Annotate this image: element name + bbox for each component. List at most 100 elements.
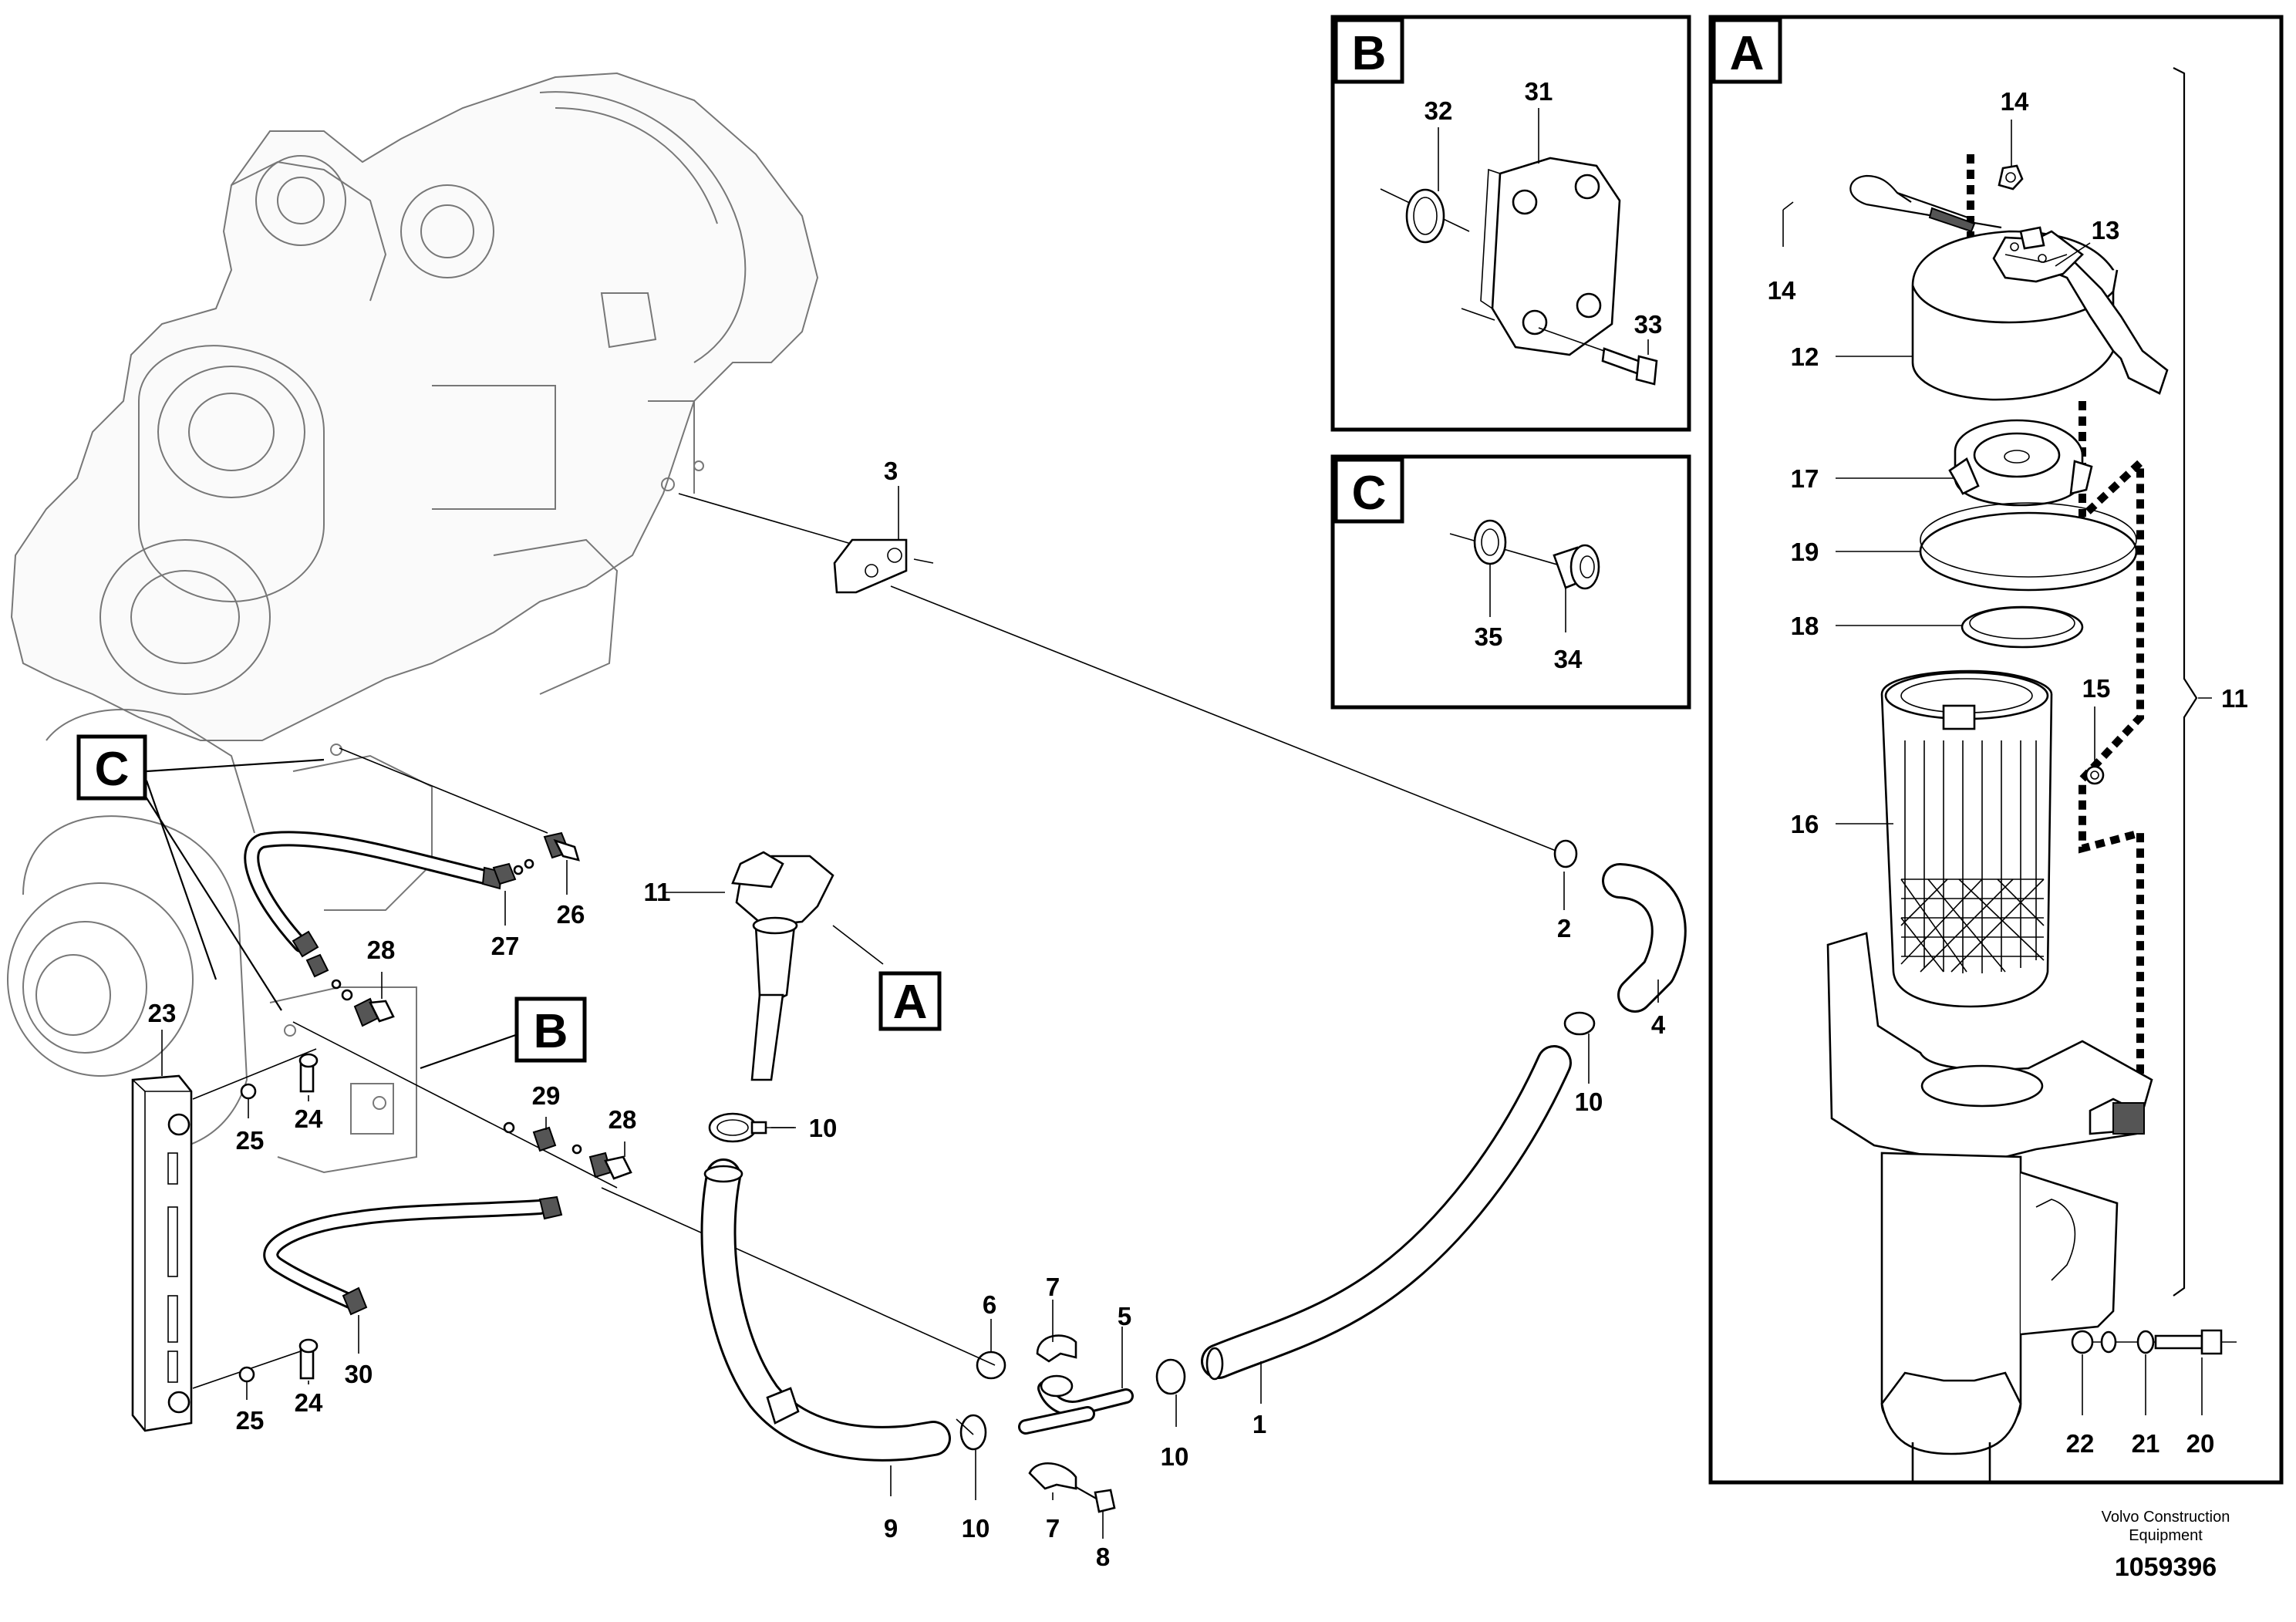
breather-pipe-assembly xyxy=(601,493,1687,1513)
callout-10-right: 10 xyxy=(1575,1088,1603,1116)
svg-text:B: B xyxy=(1352,27,1387,80)
callout-2: 2 xyxy=(1557,914,1571,943)
oil-cooler-assembly xyxy=(131,747,632,1432)
detail-c-panel: C 35 34 xyxy=(1330,454,1691,710)
callout-15: 15 xyxy=(2082,674,2111,703)
clamp-part-10-mid xyxy=(1155,1358,1186,1395)
callout-19: 19 xyxy=(1791,538,1819,566)
hose-part-1 xyxy=(1201,1045,1572,1379)
callout-20: 20 xyxy=(2186,1429,2215,1458)
o-ring-part-32 xyxy=(1405,188,1445,244)
bolt-part-20 xyxy=(2154,1334,2203,1350)
callout-16: 16 xyxy=(1791,810,1819,838)
callout-5: 5 xyxy=(1118,1302,1131,1330)
o-ring-part-18 xyxy=(1961,605,2084,649)
callout-14-lanyard: 14 xyxy=(1768,276,1796,305)
callout-1: 1 xyxy=(1253,1410,1266,1438)
callout-7-bottom: 7 xyxy=(1046,1514,1060,1543)
callout-7-top: 7 xyxy=(1046,1273,1060,1301)
tag-c-main xyxy=(76,734,147,801)
callout-14-top: 14 xyxy=(2001,87,2029,116)
callout-25-bottom: 25 xyxy=(236,1406,265,1435)
lanyard-part-14 xyxy=(1849,174,2002,229)
transmission-housing xyxy=(7,72,819,1174)
bolt-part-8 xyxy=(1094,1489,1116,1513)
filler-tube-body xyxy=(1826,932,2153,1481)
callout-30: 30 xyxy=(345,1360,373,1388)
callout-33: 33 xyxy=(1634,310,1663,339)
tag-a-detail xyxy=(1711,18,1782,84)
drawing-number: 1059396 xyxy=(2115,1553,2217,1582)
main-callouts: 3 2 4 10 1 5 6 7 7 8 9 10 10 10 11 23 24… xyxy=(148,457,1666,1571)
callout-17: 17 xyxy=(1791,464,1819,493)
flange-plate-part-31 xyxy=(1491,157,1621,356)
callout-22: 22 xyxy=(2066,1429,2095,1458)
nipple-part-29 xyxy=(532,1126,557,1152)
callout-26: 26 xyxy=(557,900,585,929)
callout-24-bottom: 24 xyxy=(295,1388,323,1417)
callout-35: 35 xyxy=(1475,622,1503,651)
svg-text:B: B xyxy=(534,1005,568,1058)
washer-part-21 xyxy=(2136,1330,2155,1354)
washer-part-15 xyxy=(2085,765,2105,785)
clamp-half-part-7-bottom xyxy=(1028,1462,1077,1490)
clamp-half-part-7-top xyxy=(1036,1334,1077,1363)
seal-ring-part-2 xyxy=(1553,839,1578,868)
assembly-brace xyxy=(2173,67,2198,1297)
callout-10-mid: 10 xyxy=(1161,1442,1189,1471)
callout-29: 29 xyxy=(532,1081,561,1110)
callout-31: 31 xyxy=(1525,77,1553,106)
bracket-part-3 xyxy=(833,538,908,594)
callout-25-top: 25 xyxy=(236,1126,265,1155)
svg-text:C: C xyxy=(1352,467,1387,520)
tag-c-detail xyxy=(1333,457,1404,524)
elbow-fitting-part-28-bottom xyxy=(604,1155,632,1180)
callout-27: 27 xyxy=(491,932,520,960)
washer-part-25-bottom xyxy=(238,1366,255,1383)
seal-washer-part-35 xyxy=(1473,519,1507,565)
callout-24-top: 24 xyxy=(295,1104,323,1133)
latch-part-13 xyxy=(1992,230,2084,283)
clamp-part-10-right xyxy=(1563,1011,1596,1036)
elbow-fitting-part-28-top xyxy=(368,1000,395,1023)
ring-part-19 xyxy=(1919,511,2138,592)
callout-4: 4 xyxy=(1651,1010,1666,1039)
nut-part-14 xyxy=(1998,164,2024,191)
brand-line-2: Equipment xyxy=(2129,1527,2203,1544)
detail-b-panel: B 32 31 33 xyxy=(1330,15,1691,432)
main-detail-tags: A B C xyxy=(76,734,942,1063)
hose-clamp-part-10-top xyxy=(708,1112,757,1143)
filler-assembly-part-11 xyxy=(731,851,834,1081)
callout-6: 6 xyxy=(983,1290,996,1319)
svg-text:C: C xyxy=(95,743,130,796)
callout-10-top: 10 xyxy=(809,1114,838,1142)
callout-18: 18 xyxy=(1791,612,1819,640)
washer-part-25-top xyxy=(240,1083,257,1100)
tag-b-detail xyxy=(1333,18,1404,84)
callout-11-detail: 11 xyxy=(2221,684,2248,713)
callout-11: 11 xyxy=(644,878,671,906)
svg-text:A: A xyxy=(893,976,928,1029)
callout-8: 8 xyxy=(1096,1543,1110,1571)
callout-23: 23 xyxy=(148,999,177,1027)
nut-part-22 xyxy=(2071,1330,2094,1354)
callout-28-bottom: 28 xyxy=(609,1105,637,1134)
tag-b-main xyxy=(514,996,587,1063)
callout-34: 34 xyxy=(1554,645,1583,673)
drawing-footer: Volvo Construction Equipment 1059396 xyxy=(2102,1509,2230,1582)
brand-line-1: Volvo Construction xyxy=(2102,1509,2230,1526)
svg-text:A: A xyxy=(1730,27,1765,80)
callout-13: 13 xyxy=(2092,216,2120,244)
callout-21: 21 xyxy=(2132,1429,2160,1458)
clamp-part-10-low xyxy=(959,1414,987,1451)
callout-32: 32 xyxy=(1424,96,1453,125)
callout-10-low: 10 xyxy=(962,1514,990,1543)
callout-9: 9 xyxy=(884,1514,898,1543)
o-ring-part-6 xyxy=(976,1351,1006,1380)
callout-12: 12 xyxy=(1791,342,1819,371)
detail-a-panel: A 11 xyxy=(1708,15,2284,1485)
callout-28-top: 28 xyxy=(367,936,396,964)
callout-3: 3 xyxy=(884,457,898,485)
tag-a-main xyxy=(878,971,942,1031)
